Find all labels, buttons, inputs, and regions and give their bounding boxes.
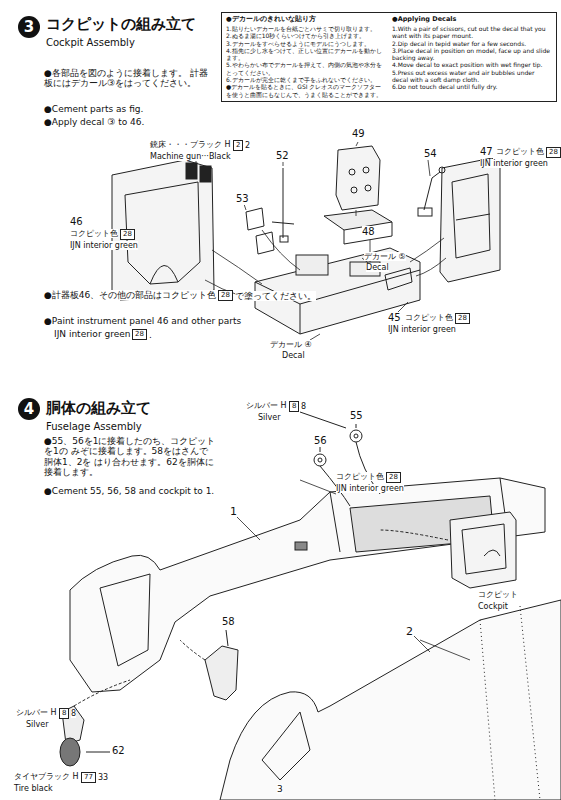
tips-item: 3.デカールをすべらせるようにモデルにうつします。 bbox=[226, 40, 386, 47]
step-number: 4 bbox=[18, 398, 40, 420]
callout-number: 45 bbox=[388, 312, 401, 324]
part-label: コクピット色 bbox=[405, 313, 453, 322]
callout-number: 49 bbox=[352, 128, 365, 140]
tips-item: 1.With a pair of scissors, cut out the d… bbox=[392, 25, 552, 40]
tips-item: 3.Place decal in position on model, face… bbox=[392, 47, 552, 62]
callout-number: 55 bbox=[350, 410, 363, 422]
part-label: ●計器板46、その他の部品はコクピット色 bbox=[44, 290, 216, 300]
color-code-box: 28 bbox=[132, 329, 147, 340]
part-label: Machine gun···Black bbox=[150, 152, 231, 161]
part-label: コクピット色 bbox=[70, 229, 118, 238]
tips-item: 4.Move decal to exact position with wet … bbox=[392, 61, 552, 68]
part-label: ●Paint instrument panel 46 and other par… bbox=[44, 316, 241, 326]
callout-number: 62 bbox=[112, 745, 125, 757]
callout-number: 3 bbox=[277, 784, 283, 794]
color-code: 8 bbox=[62, 709, 66, 717]
part-label: Cockpit Assembly bbox=[46, 37, 135, 49]
callout-number: 33 bbox=[98, 773, 108, 782]
color-code-box: 8 bbox=[289, 401, 299, 412]
tips-column: ●デカールのきれいな貼り方1.貼りたいデカールを台紙ごとハサミで切り取ります。2… bbox=[226, 16, 386, 98]
step-number: 3 bbox=[18, 16, 40, 38]
part-label: 銃床・・・ブラック H bbox=[150, 140, 231, 149]
part-label: デカール ④ bbox=[270, 340, 312, 349]
callout-number: 1 bbox=[230, 506, 237, 519]
callout-number: 54 bbox=[424, 148, 437, 160]
color-code-box: 77 bbox=[81, 772, 96, 783]
tips-heading: ●Applying Decals bbox=[392, 16, 552, 24]
color-code-box: 28 bbox=[546, 147, 561, 158]
tips-heading: ●デカールのきれいな貼り方 bbox=[226, 16, 386, 24]
color-code: 28 bbox=[135, 330, 144, 338]
color-code: 28 bbox=[221, 291, 230, 299]
tips-item: 5.Press out excess water and air bubbles… bbox=[392, 69, 552, 84]
part-label: Tire black bbox=[14, 784, 53, 793]
color-code: 28 bbox=[549, 148, 558, 156]
part-label: シルバー H bbox=[246, 401, 287, 410]
step-number-text: 4 bbox=[24, 400, 34, 418]
tips-item: 6.デカールが完全に乾くまで手をふれないでください。 bbox=[226, 76, 386, 83]
color-code-box: 8 bbox=[59, 708, 69, 719]
callout-number: 47 bbox=[480, 146, 493, 158]
part-label: IJN interior green bbox=[388, 325, 456, 334]
part-label: コクピット色 bbox=[496, 147, 544, 156]
tips-item: 5.やわらかい布でデカールを押えて、内側の気泡や水分をとってください。 bbox=[226, 61, 386, 76]
callout-number: 8 bbox=[301, 402, 306, 411]
callout-number: 56 bbox=[314, 435, 327, 447]
color-code: 77 bbox=[84, 773, 93, 781]
color-code-box: 28 bbox=[120, 229, 135, 240]
color-code: 2 bbox=[236, 141, 240, 149]
color-code-box: 28 bbox=[386, 472, 401, 483]
tips-item: 6.Do not touch decal until fully dry. bbox=[392, 83, 552, 90]
callout-number: 58 bbox=[222, 616, 235, 628]
color-code-box: 28 bbox=[455, 313, 470, 324]
part-label: Fuselage Assembly bbox=[46, 421, 142, 433]
part-label: Silver bbox=[258, 413, 280, 422]
part-label: コクピット bbox=[478, 590, 518, 599]
part-label: IJN interior green bbox=[70, 241, 138, 250]
part-label: IJN interior green bbox=[54, 329, 130, 339]
color-code: 28 bbox=[123, 230, 132, 238]
part-label: IJN interior green bbox=[480, 159, 548, 168]
part-label: Cockpit bbox=[478, 602, 508, 611]
callout-number: 52 bbox=[276, 150, 289, 162]
callout-number: 8 bbox=[71, 709, 76, 718]
part-label: タイヤブラック H bbox=[14, 772, 79, 781]
part-label: Silver bbox=[26, 720, 48, 729]
part-label: デカール ⑤ bbox=[364, 252, 406, 261]
callout-number: 48 bbox=[362, 226, 375, 238]
part-label: . bbox=[149, 330, 152, 340]
part-label: コクピット色 bbox=[336, 472, 384, 481]
part-label: シルバー H bbox=[16, 708, 57, 717]
callout-number: 46 bbox=[70, 216, 83, 228]
tips-item: ●デカールを貼るときに、GSI クレオスのマークソフターを使うと曲面にもなじんで… bbox=[226, 83, 386, 98]
tips-column: ●Applying Decals1.With a pair of scissor… bbox=[392, 16, 552, 98]
step-number-text: 3 bbox=[24, 18, 34, 36]
callout-number: 2 bbox=[245, 141, 250, 150]
part-label: ●Cement 55, 56, 58 and cockpit to 1. bbox=[44, 486, 214, 496]
decal-tips-box: ●デカールのきれいな貼り方1.貼りたいデカールを台紙ごとハサミで切り取ります。2… bbox=[221, 12, 557, 102]
tips-item: 2.ぬるま湯に10秒くらいつけてから引き上げます。 bbox=[226, 32, 386, 39]
part-label: コクピットの組み立て bbox=[46, 16, 196, 33]
color-code: 8 bbox=[292, 402, 296, 410]
part-label: ●55、56を1に接着したのち、コクピットを1の みぞに接着します。58をはさん… bbox=[44, 436, 216, 477]
color-code: 28 bbox=[389, 473, 398, 481]
part-label: ●各部品を図のように接着します。 計器板にはデカール③をはってください。 bbox=[44, 68, 214, 89]
part-label: Decal bbox=[282, 351, 305, 360]
part-label: で塗ってください。 bbox=[235, 291, 316, 301]
callout-number: 53 bbox=[236, 193, 249, 205]
part-label: 胴体の組み立て bbox=[46, 400, 151, 417]
color-code: 28 bbox=[458, 314, 467, 322]
callout-number: 2 bbox=[406, 626, 413, 639]
color-code-box: 2 bbox=[233, 140, 243, 151]
part-label: IJN interior green bbox=[336, 484, 404, 493]
tips-item: 4.指先に少し水をつけて、正しい位置にデカールを動かします。 bbox=[226, 47, 386, 62]
tips-item: 2.Dip decal in tepid water for a few sec… bbox=[392, 40, 552, 47]
part-label: ●Cement parts as fig. bbox=[44, 104, 143, 114]
tips-item: 1.貼りたいデカールを台紙ごとハサミで切り取ります。 bbox=[226, 25, 386, 32]
part-label: ●Apply decal ③ to 46. bbox=[44, 117, 144, 127]
part-label: Decal bbox=[366, 263, 389, 272]
color-code-box: 28 bbox=[218, 290, 233, 301]
